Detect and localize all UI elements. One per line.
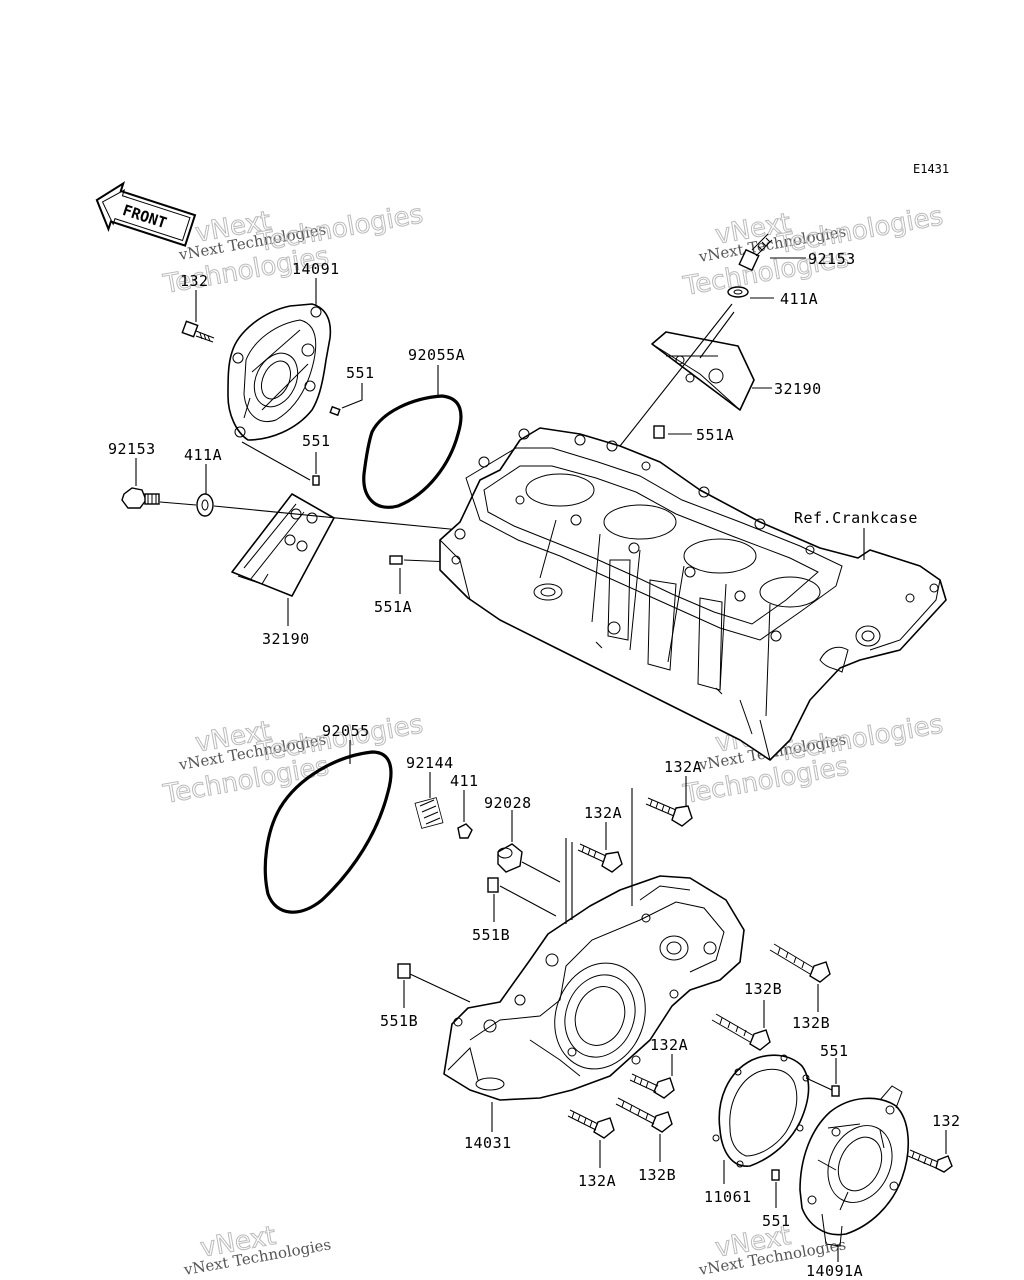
callout-132-top: 132 (180, 272, 209, 290)
crankcase-upper (439, 427, 947, 761)
callout-132B-bottom: 132B (638, 1166, 676, 1184)
dowel-551-right (831, 1085, 840, 1097)
plug-92028 (497, 843, 523, 873)
bolt-132B-bottom (615, 1097, 673, 1133)
svg-text:Technologies: Technologies (255, 199, 426, 258)
callout-11061: 11061 (704, 1188, 752, 1206)
callout-14091A: 14091A (806, 1262, 863, 1280)
dowel-551-b (312, 475, 320, 486)
spring-92144 (414, 797, 444, 829)
front-arrow-icon: FRONT (95, 181, 197, 247)
watermark-bottom-left: vNext vNext Technologies (182, 1220, 333, 1279)
callout-551-b: 551 (302, 432, 331, 450)
cover-14031 (443, 875, 745, 1101)
o-ring-92055 (263, 750, 393, 914)
callout-551-right: 551 (820, 1042, 849, 1060)
callout-132A-mid: 132A (584, 804, 622, 822)
callout-411A-right: 411A (780, 290, 818, 308)
callout-32190-right: 32190 (774, 380, 822, 398)
callout-132A-top: 132A (664, 758, 702, 776)
watermark-top-right: vNext vNext Technologies Technologies Te… (680, 201, 946, 303)
bolt-92153-right (738, 233, 773, 272)
bolt-132A-low (629, 1073, 675, 1099)
bolt-132A-bottom (567, 1109, 615, 1139)
bolt-132A-mid (577, 843, 623, 873)
svg-text:Technologies: Technologies (775, 201, 946, 260)
callout-92028: 92028 (484, 794, 532, 812)
callout-551B-upper: 551B (472, 926, 510, 944)
callout-551-bottom: 551 (762, 1212, 791, 1230)
bolt-132A-top (645, 797, 693, 827)
callout-132B-mid: 132B (744, 980, 782, 998)
bolt-92153-left (121, 487, 160, 509)
washer-411 (457, 823, 473, 839)
dowel-551-bottom (771, 1169, 780, 1181)
callout-92153-right: 92153 (808, 250, 856, 268)
callout-551-a: 551 (346, 364, 375, 382)
callout-92144: 92144 (406, 754, 454, 772)
bolt-132-top-left (181, 320, 215, 343)
callout-ref-crankcase: Ref.Crankcase (794, 509, 918, 527)
dowel-551-a (329, 405, 341, 417)
callout-411: 411 (450, 772, 479, 790)
callout-132A-low: 132A (650, 1036, 688, 1054)
callout-92153-left: 92153 (108, 440, 156, 458)
callout-92055: 92055 (322, 722, 370, 740)
callout-32190-left: 32190 (262, 630, 310, 648)
cover-14091 (227, 303, 332, 441)
dowel-551B-upper (487, 877, 499, 893)
callout-551B-lower: 551B (380, 1012, 418, 1030)
callout-551A-left: 551A (374, 598, 412, 616)
bolt-132-right (907, 1149, 953, 1173)
callout-132-right: 132 (932, 1112, 961, 1130)
callout-14031: 14031 (464, 1134, 512, 1152)
cover-14091A (799, 1085, 910, 1247)
gasket-11061 (712, 1054, 810, 1168)
bolt-132B-right (769, 943, 831, 983)
callout-132B-right: 132B (792, 1014, 830, 1032)
callout-92055A: 92055A (408, 346, 465, 364)
callout-132A-bottom: 132A (578, 1172, 616, 1190)
washer-411A-left (196, 493, 214, 517)
o-ring-92055A (362, 394, 463, 509)
bolt-132B-mid (711, 1013, 771, 1051)
dowel-551A-left (389, 555, 403, 565)
callout-411A-left: 411A (184, 446, 222, 464)
dowel-551B-lower (397, 963, 411, 979)
callout-14091: 14091 (292, 260, 340, 278)
callout-551A-right: 551A (696, 426, 734, 444)
bracket-32190-right (651, 331, 755, 411)
washer-411A-right (727, 286, 749, 298)
diagram-code: E1431 (913, 162, 949, 176)
dowel-551A-right (653, 425, 665, 439)
